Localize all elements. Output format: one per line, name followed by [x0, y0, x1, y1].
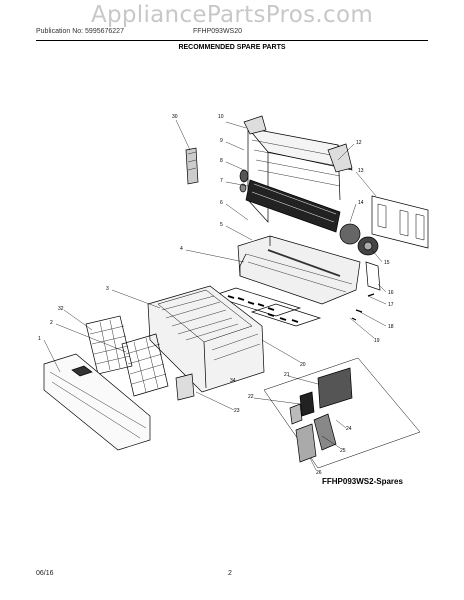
blower-wheel: [239, 169, 341, 233]
callout-25: 25: [340, 448, 346, 454]
callout-24: 24: [346, 426, 352, 432]
publication-number: Publication No: 5995676227: [36, 28, 124, 35]
callout-22: 22: [248, 394, 254, 400]
leader-lines: [43, 119, 387, 471]
callout-10: 10: [218, 114, 224, 120]
filter-right: [121, 333, 169, 397]
callout-16: 16: [388, 290, 394, 296]
callout-26: 26: [316, 470, 322, 476]
front-panel: [43, 353, 151, 451]
callout-14: 14: [358, 200, 364, 206]
control-box-inset: [263, 357, 421, 469]
callout-5: 5: [220, 222, 223, 228]
bracket-parts: [351, 261, 381, 321]
watermark: AppliancePartsPros.com: [90, 2, 374, 28]
callout-9: 9: [220, 138, 223, 144]
callout-7: 7: [220, 178, 223, 184]
callout-labels: 30 10 9 8 7 6 5 4 3 32 2 1 12 13 14 15 1…: [38, 114, 394, 476]
callout-30: 30: [172, 114, 178, 120]
model-number: FFHP093WS20: [193, 28, 243, 35]
callout-13: 13: [358, 168, 364, 174]
display-board: [175, 373, 195, 401]
callout-23: 23: [234, 408, 240, 414]
chassis: [237, 235, 361, 305]
callout-21: 21: [284, 372, 290, 378]
front-housing: [147, 285, 265, 393]
callout-17: 17: [388, 302, 394, 308]
part-30: [185, 147, 199, 185]
callout-3: 3: [106, 286, 109, 292]
page-title: RECOMMENDED SPARE PARTS: [178, 44, 286, 51]
mounting-plate: [371, 195, 429, 249]
callout-8: 8: [220, 158, 223, 164]
callout-12: 12: [356, 140, 362, 146]
callout-4: 4: [180, 246, 183, 252]
callout-18: 18: [388, 324, 394, 330]
callout-34: 34: [230, 378, 236, 384]
callout-15: 15: [384, 260, 390, 266]
callout-2: 2: [50, 320, 53, 326]
callout-19: 19: [374, 338, 380, 344]
filter-left: [85, 315, 133, 375]
louvers: [210, 287, 322, 327]
callout-1: 1: [38, 336, 41, 342]
header-rule: [36, 40, 428, 41]
callout-6: 6: [220, 200, 223, 206]
page-number: 2: [228, 570, 232, 577]
footer-date: 06/16: [36, 570, 54, 577]
fan-motor: [339, 223, 379, 256]
sheet-label: FFHP093WS2-Spares: [322, 477, 403, 486]
callout-20: 20: [300, 362, 306, 368]
callout-32: 32: [58, 306, 64, 312]
